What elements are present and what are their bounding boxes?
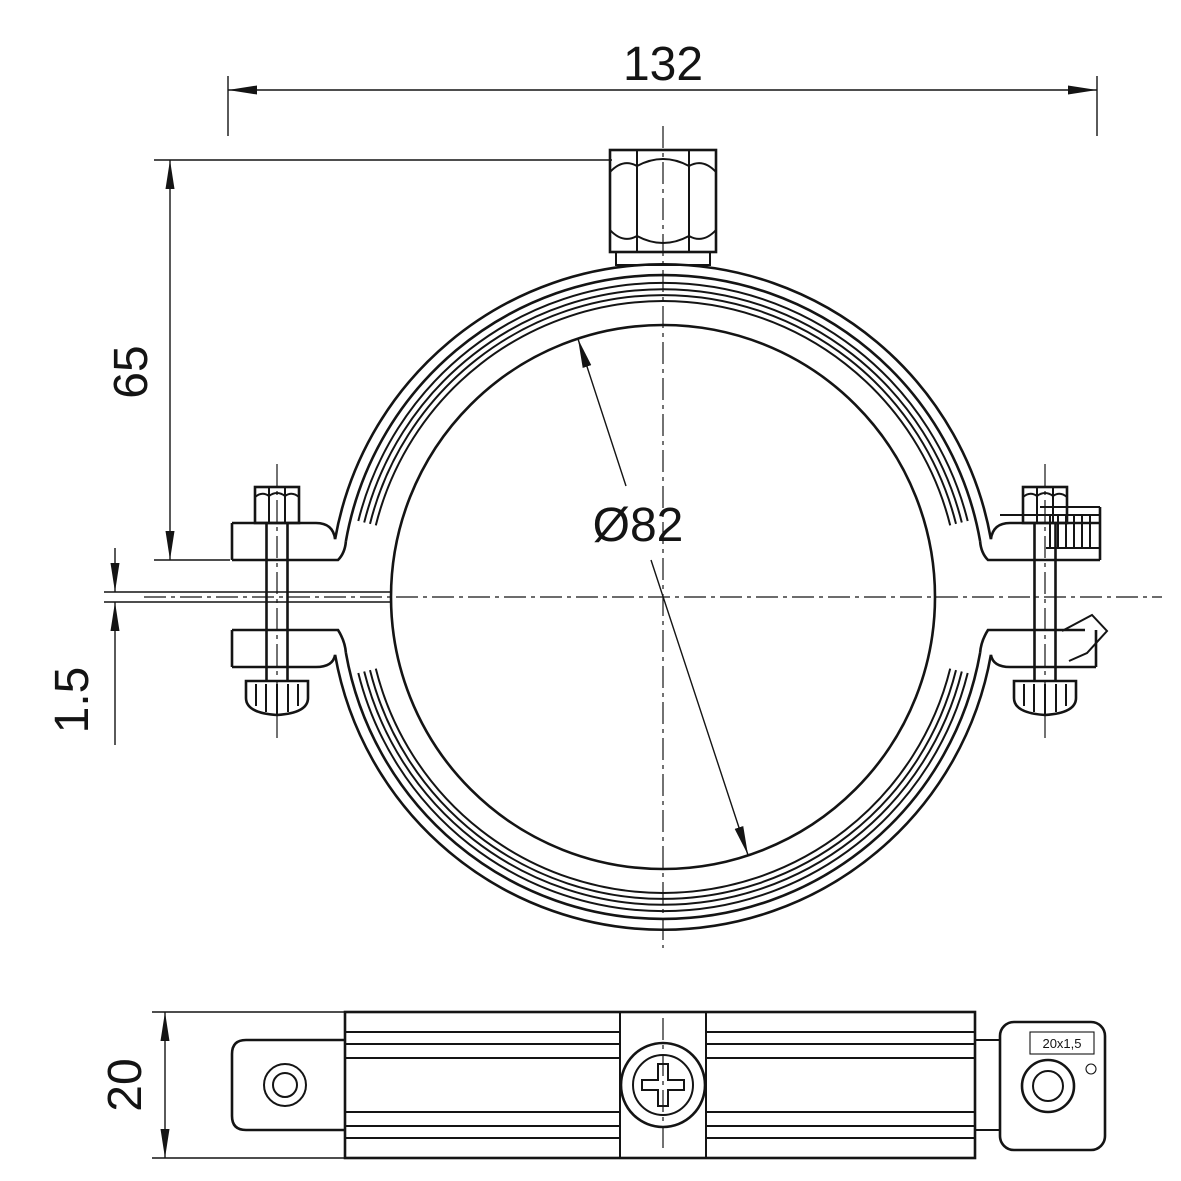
quick-lock-latch xyxy=(1000,506,1100,549)
stamp-frame xyxy=(1029,1031,1095,1055)
coupling-nut xyxy=(608,148,718,266)
ext-lines-20 xyxy=(152,1011,345,1159)
ext-lines-1-5 xyxy=(104,591,391,603)
dim-text-1-5: 1.5 xyxy=(46,667,99,734)
dim-text-20: 20 xyxy=(99,1058,152,1111)
dim-text-132: 132 xyxy=(623,38,703,91)
left-tab-hole-outer xyxy=(263,1063,307,1107)
left-screw-hex-head xyxy=(253,485,301,525)
right-knurl-lines xyxy=(1023,684,1067,714)
pipe-bore-circle xyxy=(389,323,937,871)
right-lock-screw xyxy=(1012,485,1078,717)
right-knurled-nut xyxy=(1012,679,1078,717)
dim-overall-width: 132 xyxy=(227,38,1098,136)
nut-collar xyxy=(615,251,711,266)
dimensions: 132 65 1.5 Ø82 20 xyxy=(46,38,1098,1159)
clamp-band-lower xyxy=(333,652,993,932)
block-pin-hole xyxy=(1085,1063,1097,1075)
dim-rubber-lip: 1.5 xyxy=(46,548,391,745)
right-screw-shaft xyxy=(1033,523,1057,681)
dia-arrow-upper xyxy=(577,338,627,487)
left-knurl-lines xyxy=(255,684,299,714)
dim-text-65: 65 xyxy=(105,345,158,398)
ext-lines-65 xyxy=(154,159,612,561)
block-connectors xyxy=(975,1039,1000,1131)
dim-inner-diameter: Ø82 xyxy=(577,338,749,856)
rubber-lining-upper xyxy=(357,281,969,526)
lower-right-flange xyxy=(978,628,1098,669)
quick-lock-lever xyxy=(1061,613,1109,662)
bottom-view: 20x1,5 xyxy=(230,1010,1107,1160)
block-hole-inner xyxy=(1032,1070,1064,1102)
ext-lines-132 xyxy=(227,76,1098,136)
front-view xyxy=(230,148,1109,932)
stamp-text: 20x1,5 xyxy=(1042,1036,1081,1051)
right-screw-hex-head xyxy=(1021,485,1069,525)
left-screw-head-facets xyxy=(254,487,300,523)
dia-arrow-lower xyxy=(650,559,749,856)
left-knurled-nut xyxy=(244,679,310,717)
band-outline xyxy=(343,1010,977,1160)
centerlines xyxy=(144,126,1162,1152)
left-tab-hole-inner xyxy=(272,1072,298,1098)
block-hole-outer xyxy=(1020,1058,1076,1114)
boss-inner-circle xyxy=(632,1054,694,1116)
rubber-lining-lower xyxy=(357,668,969,913)
upper-left-flange xyxy=(230,521,348,562)
phillips-cross xyxy=(641,1063,685,1107)
left-flange-tab xyxy=(230,1038,345,1132)
dim-text-dia82: Ø82 xyxy=(593,499,684,552)
dim-nut-height: 65 xyxy=(105,159,612,561)
dim-band-width: 20 xyxy=(99,1011,345,1159)
lower-left-flange xyxy=(230,628,348,669)
boss-outer-circle xyxy=(619,1041,707,1129)
central-boss xyxy=(619,1012,707,1158)
nut-facets xyxy=(609,150,717,252)
right-lock-block: 20x1,5 xyxy=(975,1020,1107,1152)
block-outline xyxy=(998,1020,1107,1152)
band-profile-lines xyxy=(345,1031,975,1139)
right-screw-head-facets xyxy=(1022,487,1068,523)
